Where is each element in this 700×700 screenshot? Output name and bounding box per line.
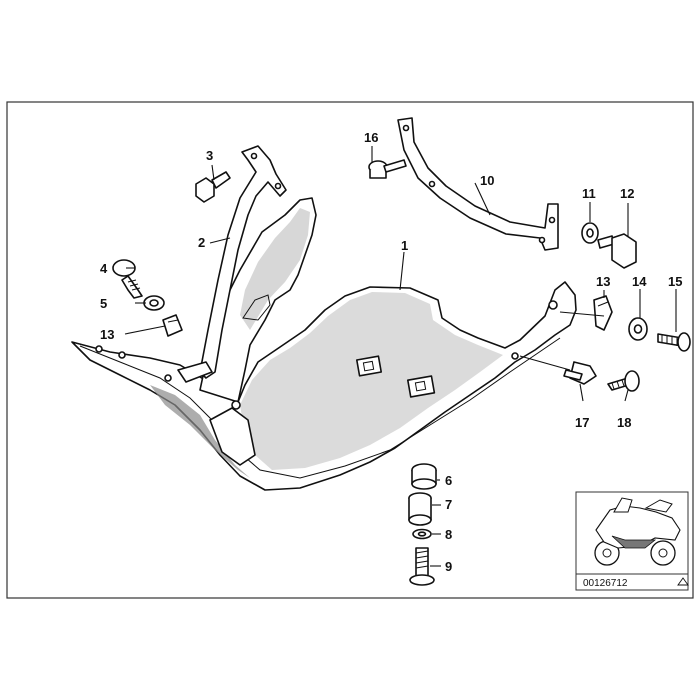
part-12-hex-bolt	[597, 233, 637, 269]
diagram-frame	[6, 101, 694, 599]
callout-10: 10	[480, 173, 494, 188]
part-11-washer	[581, 222, 599, 244]
part-15-screw	[657, 332, 691, 352]
leader-lines	[124, 146, 677, 567]
part-3-bolt	[195, 171, 231, 203]
callout-14: 14	[632, 274, 647, 289]
motorcycle-icon	[594, 497, 681, 566]
callout-17: 17	[575, 415, 589, 430]
part-16-bolt	[368, 159, 407, 179]
callout-labels: 1 2 3 4 5 13 6 7 8 9 10 11 12 13 14 15 1…	[100, 130, 682, 574]
part-4-screw	[112, 259, 143, 299]
callout-13-left: 13	[100, 327, 114, 342]
callout-4: 4	[100, 261, 108, 276]
part-10-rear-bracket	[397, 117, 559, 251]
callout-13-right: 13	[596, 274, 610, 289]
part-17-expanding-rivet	[563, 361, 597, 385]
callout-1: 1	[401, 238, 408, 253]
part-18-screw	[607, 370, 640, 392]
callout-15: 15	[668, 274, 682, 289]
callout-5: 5	[100, 296, 107, 311]
triangle-icon	[677, 577, 689, 586]
part-14-washer	[628, 317, 648, 341]
reference-code: 00126712	[583, 578, 628, 589]
callout-2: 2	[198, 235, 205, 250]
callout-16: 16	[364, 130, 378, 145]
callout-6: 6	[445, 473, 452, 488]
part-2-front-bracket	[177, 145, 287, 383]
part-9-screw	[409, 547, 435, 586]
motorcycle-thumbnail: 00126712	[575, 491, 689, 591]
callout-11: 11	[582, 186, 596, 201]
part-13-clip-nut-left	[162, 314, 183, 337]
callout-3: 3	[206, 148, 213, 163]
part-6-rubber-grommet	[411, 463, 437, 490]
part-13-clip-nut-right	[593, 295, 613, 331]
callout-12: 12	[620, 186, 634, 201]
part-5-washer	[143, 295, 165, 311]
callout-9: 9	[445, 559, 452, 574]
callout-8: 8	[445, 527, 452, 542]
part-7-sleeve	[408, 492, 432, 526]
callout-18: 18	[617, 415, 631, 430]
part-8-washer	[412, 528, 432, 540]
callout-7: 7	[445, 497, 452, 512]
part-1-belly-pan	[71, 197, 577, 491]
